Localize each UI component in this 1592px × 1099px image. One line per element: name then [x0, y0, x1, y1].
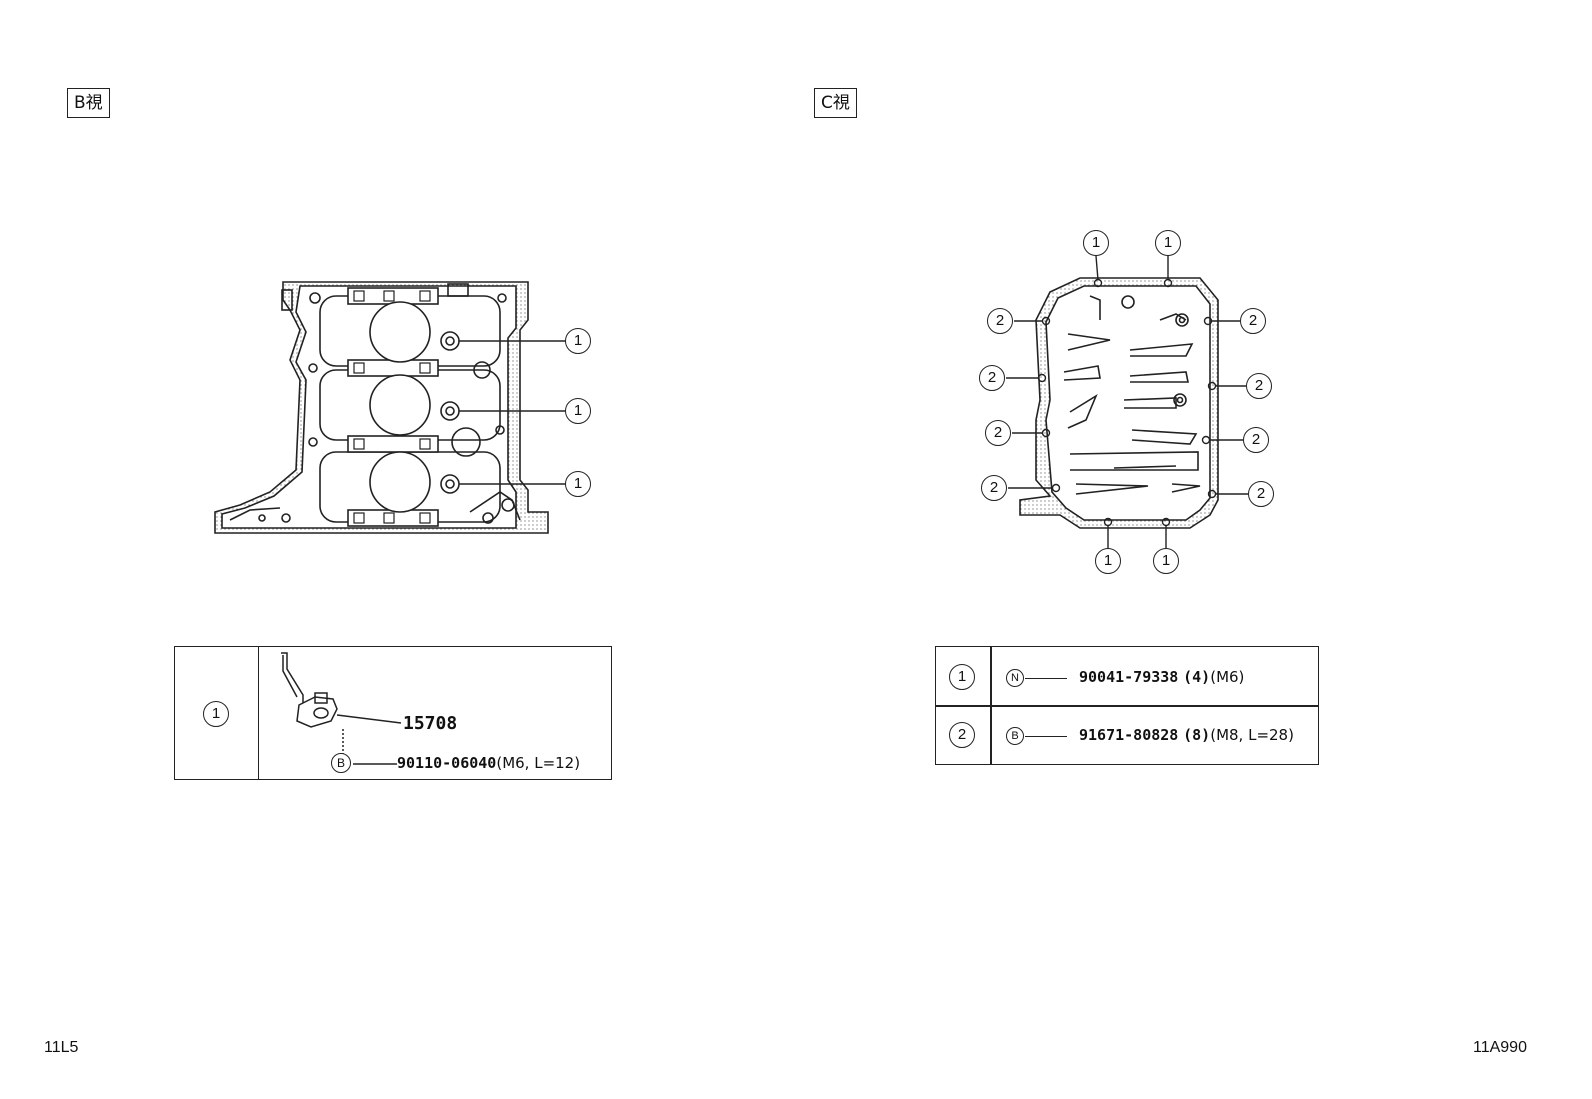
- view-c-label: C視: [814, 88, 857, 118]
- table-c-row1-text: 90041-79338 (4)(M6): [1079, 667, 1244, 687]
- oil-jet-illustration: [281, 652, 402, 765]
- callout-c-1-bottom-right: 1: [1153, 548, 1179, 574]
- table-b-bolt-size: (M6, L=12): [496, 754, 581, 772]
- callout-c-1-bottom-left: 1: [1095, 548, 1121, 574]
- table-c-row1-part-number: 90041-79338: [1079, 668, 1179, 686]
- parts-table-b: 1 15708 B 90110-06040(M6, L=12): [174, 646, 612, 780]
- table-c-row2-spec: (M8, L=28): [1210, 726, 1294, 744]
- table-c-row1-qty: (4): [1183, 668, 1211, 686]
- table-b-ref-callout: 1: [203, 701, 229, 727]
- footer-right-code: 11A990: [1473, 1039, 1527, 1056]
- callout-b-1-bottom: 1: [565, 471, 591, 497]
- c-view-leaders: [1006, 255, 1248, 550]
- callout-b-1-top: 1: [565, 328, 591, 354]
- table-c-row2-part-number: 91671-80828: [1079, 726, 1179, 744]
- table-c-row2-ref: 2: [949, 722, 975, 748]
- callout-c-2-left-3: 2: [985, 420, 1011, 446]
- table-c-row1-symbol: N: [1006, 669, 1024, 687]
- table-b-part-number: 15708: [403, 713, 458, 734]
- oil-pan-illustration: [1019, 277, 1219, 529]
- view-b-label: B視: [67, 88, 110, 118]
- table-c-divider-horizontal: [936, 705, 1318, 707]
- footer-left-code: 11L5: [44, 1039, 79, 1056]
- table-c-row2-text: 91671-80828 (8)(M8, L=28): [1079, 725, 1294, 745]
- table-c-row1-ref: 1: [949, 664, 975, 690]
- callout-c-2-right-3: 2: [1243, 427, 1269, 453]
- table-b-bolt-symbol: B: [331, 753, 351, 773]
- callout-c-1-top-right: 1: [1155, 230, 1181, 256]
- parts-table-c: 1 N 90041-79338 (4)(M6) 2 B 91671-80828 …: [935, 646, 1319, 765]
- engine-block-illustration: [214, 281, 549, 534]
- table-c-row2-qty: (8): [1183, 726, 1211, 744]
- table-c-row1-leader: [1025, 678, 1067, 680]
- callout-c-2-right-1: 2: [1240, 308, 1266, 334]
- callout-c-2-right-4: 2: [1248, 481, 1274, 507]
- b-view-leaders: [459, 340, 566, 485]
- table-c-row2-symbol: B: [1006, 727, 1024, 745]
- table-c-row1-spec: (M6): [1210, 668, 1245, 686]
- callout-c-2-right-2: 2: [1246, 373, 1272, 399]
- callout-c-1-top-left: 1: [1083, 230, 1109, 256]
- table-b-bolt-part: 90110-06040: [397, 754, 497, 772]
- table-c-row2-leader: [1025, 736, 1067, 738]
- callout-c-2-left-2: 2: [979, 365, 1005, 391]
- callout-c-2-left-4: 2: [981, 475, 1007, 501]
- table-b-bolt-spec-line: 90110-06040(M6, L=12): [397, 753, 580, 773]
- callout-c-2-left-1: 2: [987, 308, 1013, 334]
- callout-b-1-middle: 1: [565, 398, 591, 424]
- table-b-ref-cell: 1: [175, 647, 259, 779]
